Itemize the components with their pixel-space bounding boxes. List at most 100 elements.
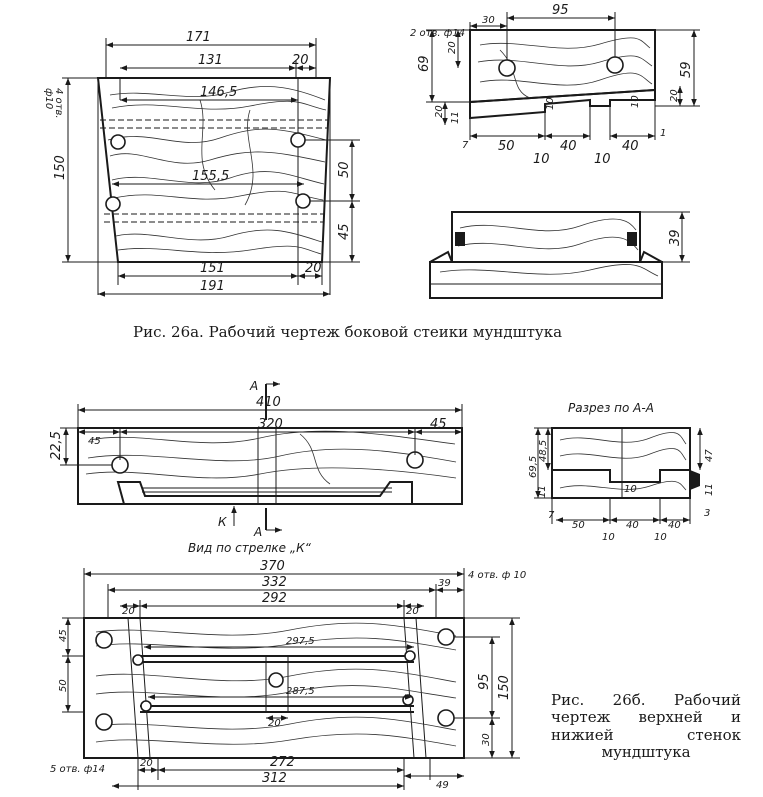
- dim-171: 171: [186, 30, 211, 45]
- dim-50: 50: [572, 520, 585, 531]
- dim-47: 47: [704, 449, 715, 462]
- dim-20-a: 20: [447, 41, 458, 54]
- dim-332: 332: [262, 575, 287, 590]
- dim-410: 410: [256, 395, 281, 410]
- dim-3: 3: [704, 508, 710, 519]
- dim-40-b: 40: [668, 520, 681, 531]
- hole-icon: [437, 628, 455, 646]
- dim-151: 151: [200, 261, 225, 276]
- dim-1: 1: [660, 128, 666, 139]
- dim-20-a: 20: [122, 606, 135, 617]
- section-label-a-top: А: [249, 379, 258, 393]
- holes-5-d14: 5 отв. ф14: [50, 764, 105, 775]
- dim-22-5: 22,5: [49, 431, 64, 460]
- dim-45-left: 45: [88, 436, 101, 447]
- dim-50: 50: [337, 161, 352, 178]
- holes-2-label: 2 отв. ф14: [410, 28, 465, 39]
- dim-39: 39: [438, 578, 451, 589]
- dim-150: 150: [497, 675, 512, 700]
- dim-30: 30: [481, 733, 492, 746]
- dim-50: 50: [58, 679, 69, 692]
- dim-20-b: 20: [406, 606, 419, 617]
- hole-icon: [290, 132, 306, 148]
- dim-45-right: 45: [430, 417, 447, 432]
- hole-icon: [105, 196, 121, 212]
- dim-20-d: 20: [140, 758, 153, 769]
- hole-icon: [437, 709, 455, 727]
- plan-title: Вид по стрелке „К“: [188, 541, 312, 555]
- dim-11: 11: [450, 111, 461, 124]
- dim-20-c: 20: [268, 718, 281, 729]
- dim-272: 272: [270, 755, 295, 770]
- dim-297-5: 297,5: [286, 636, 315, 647]
- assembly-view: 39: [429, 211, 690, 299]
- caption-line: Рис. 26б. Рабочий: [551, 691, 741, 709]
- dowel-icon: [627, 232, 637, 246]
- dim-95: 95: [477, 673, 492, 690]
- dim-20-b: 20: [434, 105, 445, 118]
- dim-49: 49: [436, 780, 449, 791]
- hole-icon: [110, 134, 126, 150]
- dim-30: 30: [482, 15, 495, 26]
- dim-59: 59: [679, 61, 694, 78]
- dim-146-5: 146,5: [200, 85, 237, 100]
- section-a-a: Разрез по А-А 69,5 48,5 11 47 11 7 50 10…: [528, 401, 715, 543]
- side-wall-view: 171 131 20 146,5 155,5 151 20 191 150 4 …: [43, 30, 360, 297]
- view-arrow-k-label: К: [218, 515, 227, 529]
- holes-4-diameter: ф10: [43, 88, 54, 109]
- dim-7: 7: [548, 510, 555, 521]
- dim-48-5: 48,5: [538, 440, 549, 462]
- section-title: Разрез по А-А: [568, 401, 654, 415]
- dim-150: 150: [53, 155, 68, 180]
- dim-69-5: 69,5: [528, 456, 539, 478]
- hole-icon: [95, 631, 113, 649]
- dim-20-top: 20: [292, 53, 309, 68]
- dim-10: 10: [602, 532, 615, 543]
- dim-191: 191: [200, 279, 225, 294]
- figure-26a-caption: Рис. 26а. Рабочий чертеж боковой стеики …: [133, 323, 563, 341]
- dim-40-a: 40: [560, 139, 577, 154]
- hole-icon: [95, 713, 113, 731]
- hole-icon: [404, 650, 416, 662]
- holes-4-label: 4 отв.: [53, 88, 64, 119]
- dim-155-5: 155,5: [192, 169, 229, 184]
- hole-icon: [268, 672, 284, 688]
- dowel-icon: [455, 232, 465, 246]
- plan-view-k: Вид по стрелке „К“ 370 332 39: [50, 541, 526, 791]
- side-wall-profile: 2 отв. ф14 30 95 69 20 20 11 59 20 10 10: [410, 3, 700, 167]
- dim-11-left: 11: [537, 485, 548, 498]
- dim-11-right: 11: [704, 483, 715, 496]
- dim-69: 69: [417, 55, 432, 72]
- assembly-bottom-part: [429, 261, 663, 299]
- dim-50: 50: [498, 139, 515, 154]
- section-outline: [551, 427, 691, 499]
- dim-10-b: 10: [654, 532, 667, 543]
- dim-7: 7: [462, 140, 469, 151]
- dim-45: 45: [58, 629, 69, 642]
- dim-20-bottom: 20: [305, 261, 322, 276]
- dim-10-b: 10: [630, 95, 641, 108]
- dim-287-5: 287,5: [286, 686, 315, 697]
- dim-95: 95: [552, 3, 569, 18]
- caption-line: мундштука: [601, 742, 691, 761]
- caption-line: нижией стенок: [551, 725, 741, 744]
- hole-icon: [295, 193, 311, 209]
- front-wall-outline: [77, 427, 463, 505]
- dim-10-a: 10: [624, 484, 637, 495]
- dim-45: 45: [337, 223, 352, 240]
- dim-40-a: 40: [626, 520, 639, 531]
- dim-312: 312: [262, 771, 287, 786]
- holes-4-d10: 4 отв. ф 10: [468, 570, 526, 581]
- dim-40-b: 40: [622, 139, 639, 154]
- dim-131: 131: [198, 53, 223, 68]
- hole-icon: [132, 654, 144, 666]
- caption-line: чертеж верхней и: [551, 708, 741, 727]
- dim-370: 370: [260, 559, 285, 574]
- dim-292: 292: [262, 591, 287, 606]
- dim-10-d: 10: [594, 152, 611, 167]
- dim-10-a: 10: [545, 97, 556, 110]
- dim-320: 320: [258, 417, 283, 432]
- section-label-a-bottom: А: [253, 525, 262, 539]
- hole-icon: [140, 700, 152, 712]
